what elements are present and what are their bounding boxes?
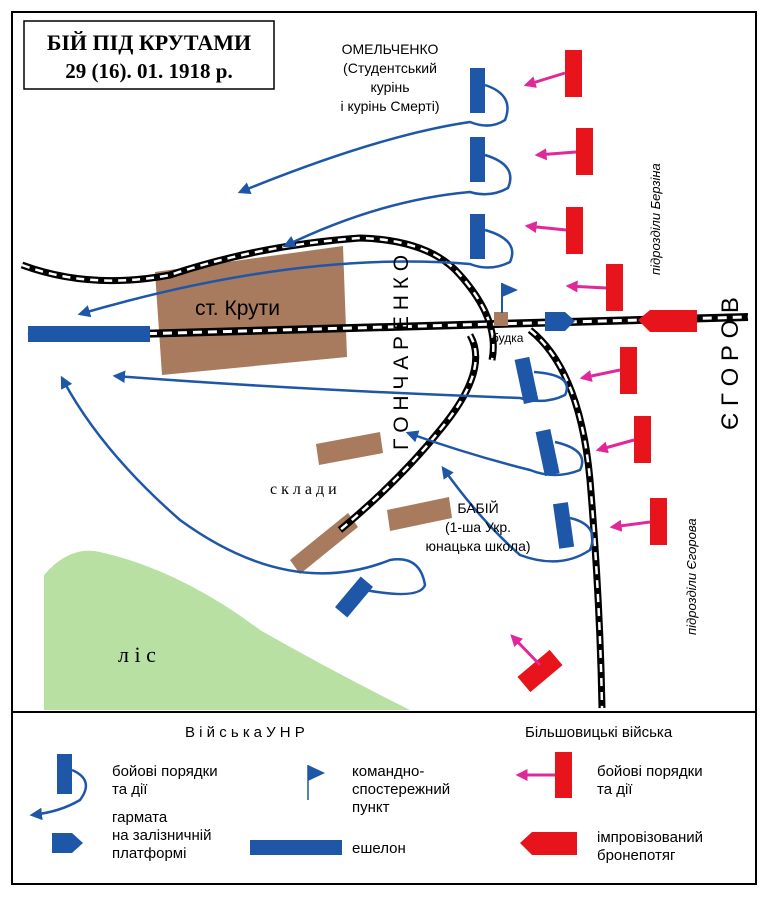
warehouses-label: с к л а д и [270, 481, 337, 498]
legend-bolshevik-battle-text: бойові порядки та дії [597, 763, 703, 798]
legend-echelon-text: ешелон [352, 840, 406, 857]
svg-text:бронепотяг: бронепотяг [597, 847, 676, 864]
yegorov-units-label: підрозділи Єгорова [684, 518, 699, 635]
station-label: ст. Крути [195, 297, 280, 320]
legend-echelon-symbol [250, 840, 342, 855]
svg-text:(1-ша Укр.: (1-ша Укр. [445, 519, 511, 535]
legend-unr-title: В і й с ь к а У Н Р [185, 724, 305, 741]
map-frame [11, 11, 757, 885]
station-building [155, 246, 347, 375]
svg-text:бойові порядки: бойові порядки [597, 763, 703, 780]
bolshevik-formations [510, 50, 667, 693]
svg-text:спостережний: спостережний [352, 781, 450, 798]
forest-area [44, 550, 410, 710]
legend-command-post-text: командно- спостережний пункт [352, 763, 450, 816]
unr-formations-omelchenko [77, 68, 514, 318]
svg-text:та дії: та дії [112, 781, 148, 798]
legend-unr-battle-text: бойові порядки та дії [112, 763, 218, 798]
legend-gun-platform-text: гармата на залізничній платформі [112, 809, 211, 862]
armored-train-bolshevik [638, 310, 697, 332]
svg-text:(Студентський: (Студентський [343, 60, 437, 76]
berzin-units-label: підрозділи Берзіна [648, 163, 663, 275]
yegorov-label: Є Г О Р О В [717, 297, 744, 430]
svg-text:пункт: пункт [352, 799, 390, 816]
legend-bolshevik-battle-symbol [515, 752, 572, 798]
svg-text:командно-: командно- [352, 763, 424, 780]
booth-label: будка [492, 331, 524, 345]
echelon-train [28, 326, 150, 342]
legend-unr-battle-symbol [29, 754, 88, 821]
svg-text:на залізничній: на залізничній [112, 827, 211, 844]
svg-text:платформі: платформі [112, 845, 186, 862]
legend-armored-train-text: імпровізований бронепотяг [597, 829, 703, 864]
svg-text:ОМЕЛЬЧЕНКО: ОМЕЛЬЧЕНКО [342, 41, 439, 57]
svg-text:гармата: гармата [112, 809, 168, 826]
svg-text:курінь: курінь [370, 79, 409, 95]
forest-label: л і с [118, 642, 156, 667]
babiy-label: БАБІЙ (1-ша Укр. юнацька школа) [425, 499, 530, 554]
legend-command-post-symbol [307, 765, 325, 800]
goncharenko-label: Г О Н Ч А Р Е Н К О [390, 255, 413, 450]
svg-text:БАБІЙ: БАБІЙ [457, 499, 498, 516]
svg-text:і курінь Смерті): і курінь Смерті) [340, 98, 439, 114]
legend-bolshevik-title: Більшовицькі війська [525, 724, 673, 741]
command-post-flag [501, 283, 518, 313]
title-line1: БІЙ ПІД КРУТАМИ [47, 30, 251, 55]
legend-armored-train-symbol [520, 832, 577, 855]
unr-formations-babiy [60, 356, 594, 618]
omelchenko-label: ОМЕЛЬЧЕНКО (Студентський курінь і курінь… [340, 41, 439, 114]
title-line2: 29 (16). 01. 1918 р. [65, 59, 232, 83]
svg-text:та дії: та дії [597, 781, 633, 798]
legend-gun-platform-symbol [52, 833, 83, 853]
svg-text:бойові порядки: бойові порядки [112, 763, 218, 780]
gun-platform-unr [545, 312, 575, 331]
title-box [23, 20, 275, 90]
booth [494, 312, 508, 326]
svg-text:імпровізований: імпровізований [597, 829, 703, 846]
svg-text:юнацька школа): юнацька школа) [425, 538, 530, 554]
